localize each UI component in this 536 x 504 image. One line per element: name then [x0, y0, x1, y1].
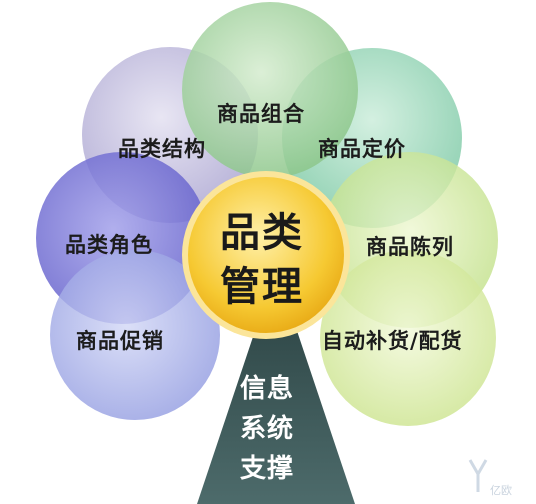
petal-circle-replenish: [320, 250, 496, 426]
petal-circle-promotion: [50, 250, 220, 420]
petal-label-promotion: 商品促销: [76, 329, 164, 353]
center-title-line1: 品类: [220, 210, 304, 256]
trunk-label-line2: 系统: [240, 414, 295, 444]
petal-label-structure: 品类结构: [118, 137, 206, 161]
trunk-label-line1: 信息: [240, 374, 295, 404]
petal-label-pricing: 商品定价: [318, 137, 406, 161]
petal-label-role: 品类角色: [65, 233, 153, 257]
watermark-text: 亿欧: [490, 484, 512, 497]
petal-label-combo: 商品组合: [217, 102, 305, 126]
trunk-label-line3: 支撑: [240, 454, 295, 484]
watermark-logo: [468, 459, 488, 492]
petal-circle-combo: [182, 2, 358, 178]
petal-label-display: 商品陈列: [366, 235, 454, 259]
petal-label-replenish: 自动补货/配货: [322, 329, 463, 353]
trunk-shape: [197, 310, 355, 504]
center-circle: [188, 177, 344, 333]
center-title-line2: 管理: [220, 264, 304, 310]
